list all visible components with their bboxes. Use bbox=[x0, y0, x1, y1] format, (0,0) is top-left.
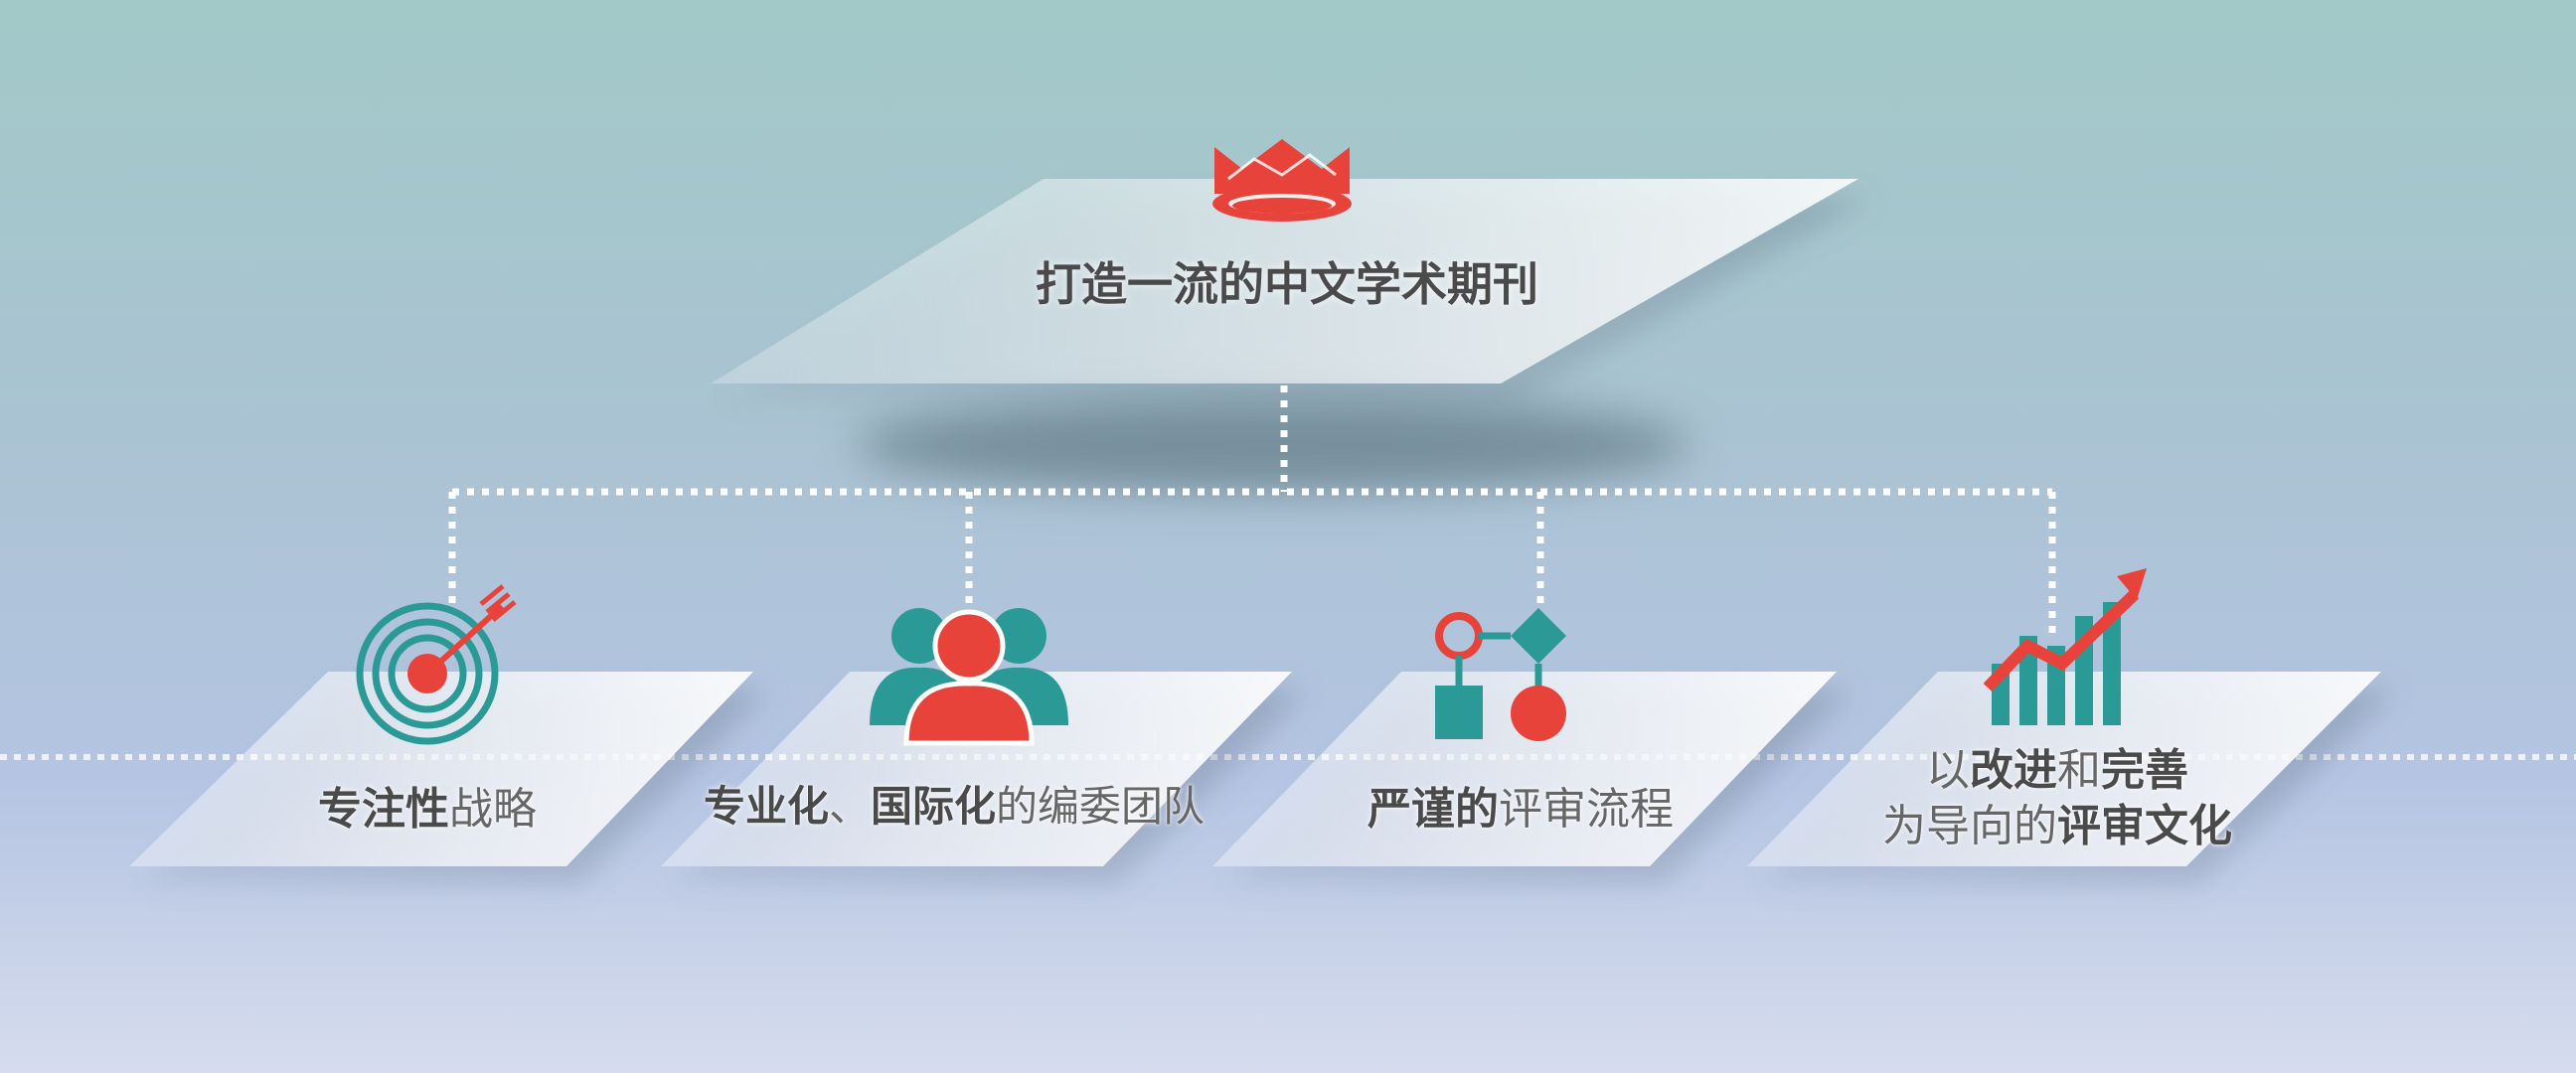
item-4-line-1: 以改进和完善 bbox=[1809, 743, 2306, 799]
item-4-line1-part-4: 完善 bbox=[2101, 745, 2188, 796]
growth-chart-icon bbox=[1983, 568, 2147, 725]
item-panel-3 bbox=[1212, 672, 1837, 866]
item-label-2: 专业化、国际化的编委团队 bbox=[676, 773, 1232, 834]
process-flow-icon bbox=[1435, 608, 1566, 741]
item-4-line2-part-1: 为导向的 bbox=[1882, 801, 2057, 851]
item-panel-4 bbox=[1747, 672, 2381, 866]
item-4-line1-part-3: 和 bbox=[2057, 745, 2101, 796]
item-4-line-2: 为导向的评审文化 bbox=[1809, 799, 2306, 854]
item-panel-1 bbox=[129, 672, 753, 866]
item-3-part-1: 严谨的 bbox=[1368, 784, 1499, 835]
crown-icon bbox=[1212, 139, 1352, 222]
item-3-part-2: 评审流程 bbox=[1499, 784, 1674, 835]
item-label-1: 专注性战略 bbox=[229, 773, 626, 837]
connector-lines bbox=[448, 385, 2056, 636]
item-2-part-4: 的编委团队 bbox=[996, 782, 1206, 831]
root-title: 打造一流的中文学术期刊 bbox=[1036, 257, 1538, 311]
item-2-part-3: 国际化 bbox=[871, 782, 997, 831]
target-arrow-icon bbox=[356, 584, 517, 745]
item-label-3: 严谨的评审流程 bbox=[1292, 773, 1749, 837]
team-people-icon bbox=[870, 608, 1068, 746]
top-panel-shadow bbox=[855, 397, 1690, 493]
item-4-line1-part-2: 改进 bbox=[1970, 745, 2057, 796]
item-label-4: 以改进和完善 为导向的评审文化 bbox=[1809, 743, 2306, 854]
item-2-part-2: 、 bbox=[828, 782, 871, 831]
item-4-line2-part-2: 评审文化 bbox=[2057, 801, 2232, 851]
item-1-part-2: 战略 bbox=[449, 784, 537, 835]
root-panel bbox=[711, 179, 1858, 383]
item-4-line1-part-1: 以 bbox=[1926, 745, 1970, 796]
item-2-part-1: 专业化 bbox=[703, 782, 829, 831]
item-1-part-1: 专注性 bbox=[318, 784, 449, 835]
item-panel-2 bbox=[661, 672, 1292, 866]
